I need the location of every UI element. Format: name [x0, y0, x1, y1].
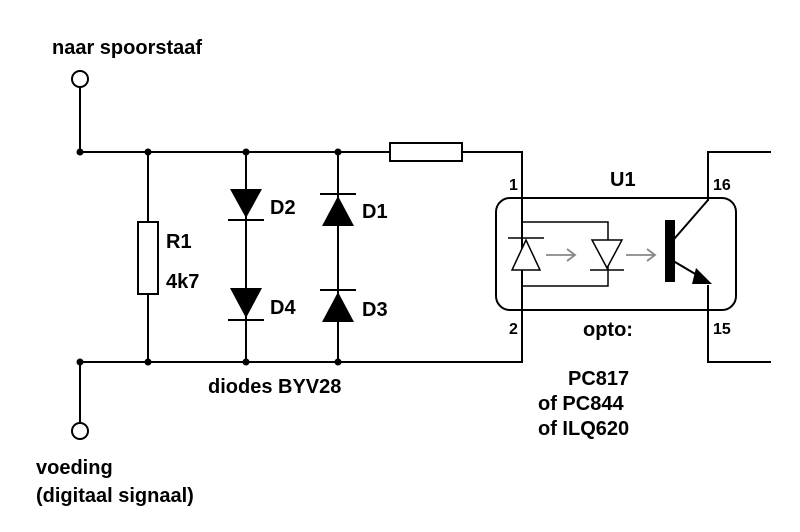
pin-2-label: 2 [509, 321, 518, 338]
junction-dots [76, 148, 342, 366]
diode-d2-symbol [228, 189, 264, 221]
light-arrow-2 [626, 248, 657, 262]
resistor-r1 [137, 221, 159, 295]
ic-name-label: U1 [610, 169, 636, 191]
pin-1-label: 1 [509, 177, 518, 194]
pin-15-label: 15 [713, 321, 731, 338]
opto-option-2-label: of PC844 [538, 393, 624, 415]
light-arrow-1 [546, 248, 577, 262]
opto-option-3-label: of ILQ620 [538, 418, 629, 440]
internal-led-left [508, 237, 544, 271]
diode-d1-label: D1 [362, 201, 388, 223]
bottom-terminal-label-line2: (digitaal signaal) [36, 485, 194, 507]
opto-title-label: opto: [583, 319, 633, 341]
diode-d2-label: D2 [270, 197, 296, 219]
ic-package [495, 197, 737, 311]
top-terminal-label: naar spoorstaaf [52, 37, 202, 59]
pin-16-label: 16 [713, 177, 731, 194]
internal-led-right [590, 239, 624, 271]
diode-d3-label: D3 [362, 299, 388, 321]
bottom-terminal [71, 422, 89, 440]
resistor-series [389, 142, 463, 162]
resistor-value-label: 4k7 [166, 271, 199, 293]
bottom-terminal-label-line1: voeding [36, 457, 113, 479]
diodes-type-label: diodes BYV28 [208, 376, 341, 398]
diode-d3-symbol [320, 289, 356, 322]
resistor-name-label: R1 [166, 231, 192, 253]
diode-d1-symbol [320, 193, 356, 226]
diode-d4-symbol [228, 288, 264, 321]
phototransistor [665, 198, 712, 284]
optocoupler-u1 [495, 151, 771, 363]
diode-d4-label: D4 [270, 297, 296, 319]
top-terminal [71, 70, 89, 88]
opto-option-1-label: PC817 [568, 368, 629, 390]
